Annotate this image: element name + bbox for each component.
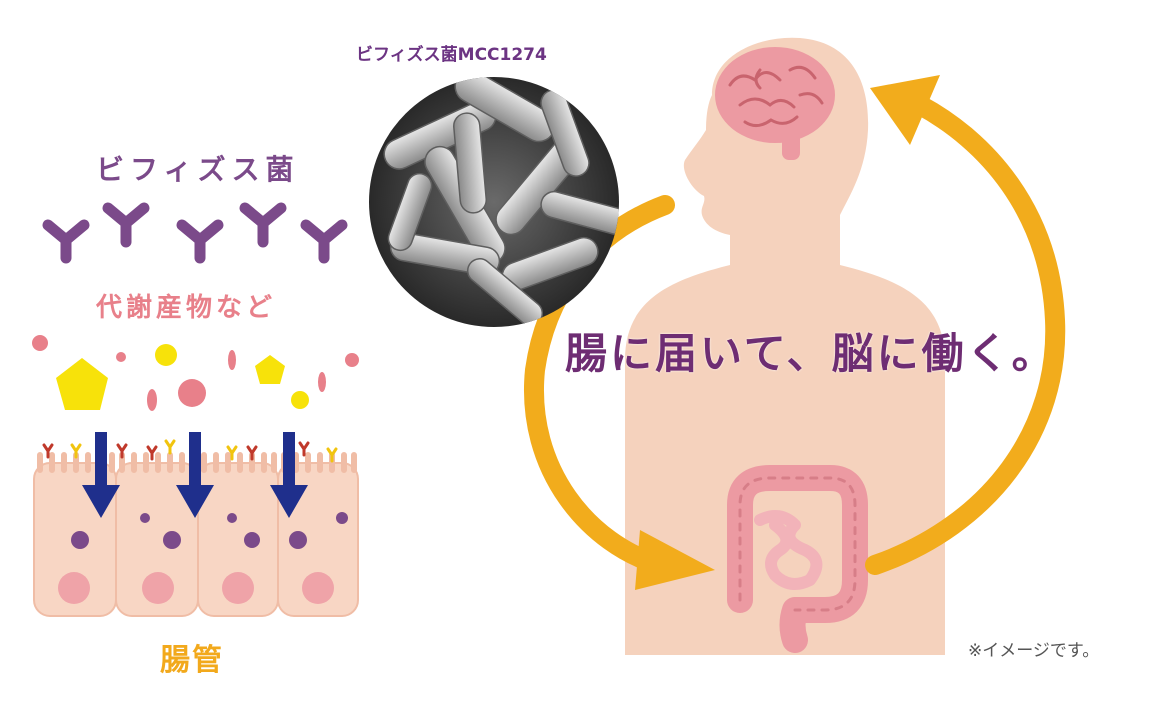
bacteria-strain-title: ビフィズス菌MCC1274 <box>356 45 547 65</box>
bifidobacteria-y-icon <box>300 219 348 264</box>
pentagon-icon <box>56 358 108 410</box>
downward-arrow-icon <box>270 432 308 518</box>
bifidobacteria-y-icon <box>42 219 90 264</box>
downward-arrow-icon <box>176 432 214 518</box>
pentagon-icon <box>255 355 285 384</box>
intestine-icon <box>727 465 868 653</box>
intestinal-cells <box>33 432 359 617</box>
bifidobacteria-row <box>42 202 348 264</box>
image-note: ※イメージです。 <box>968 641 1100 661</box>
bifidobacteria-y-icon <box>176 219 224 264</box>
brain-icon <box>715 47 835 160</box>
headline: 腸に届いて、脳に働く。 <box>565 329 1057 378</box>
bifidobacteria-y-icon <box>239 202 287 248</box>
micrograph-icon <box>369 77 619 327</box>
bifidobacteria-y-icon <box>102 202 150 248</box>
bifidobacteria-label: ビフィズス菌 <box>96 153 300 186</box>
downward-arrow-icon <box>82 432 120 518</box>
metabolites-label: 代謝産物など <box>96 293 277 323</box>
metabolites-cluster <box>32 335 359 411</box>
intestine-label: 腸管 <box>160 643 224 678</box>
